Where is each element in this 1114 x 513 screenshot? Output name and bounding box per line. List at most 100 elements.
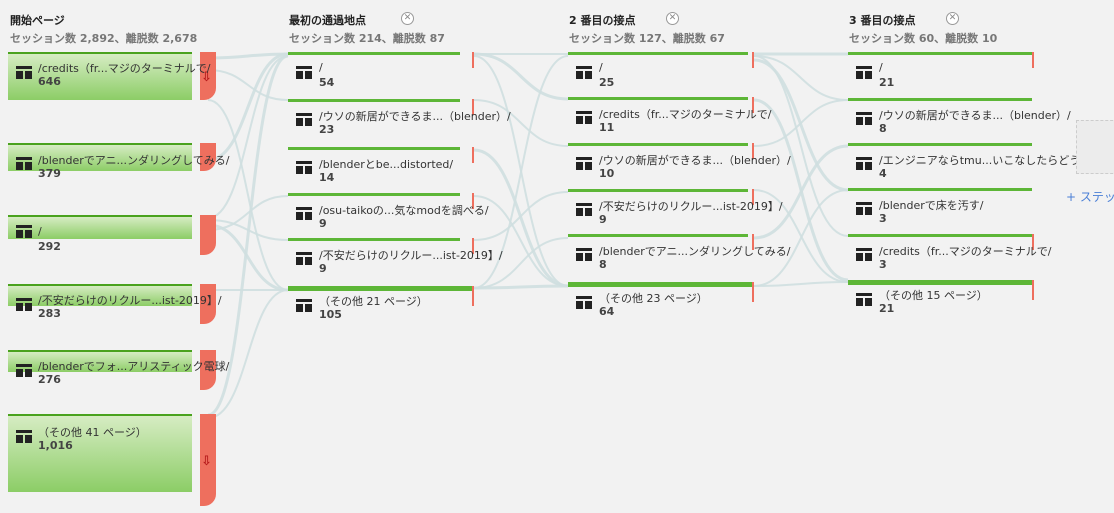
- flow-link: [473, 55, 569, 289]
- node-count: 646: [38, 75, 61, 88]
- node-count: 3: [879, 258, 887, 271]
- step3-node[interactable]: /エンジニアならtmu...いこなしたらどうだ/ 4: [848, 143, 1095, 183]
- flow-link: [473, 52, 569, 101]
- page-tile-icon: [856, 157, 872, 170]
- node-count: 8: [879, 122, 887, 135]
- node-label: /blenderでアニ...ンダリングしてみる/: [599, 245, 791, 258]
- page-tile-icon: [16, 66, 32, 79]
- page-tile-icon: [16, 298, 32, 311]
- node-label: /不安だらけのリクルー...ist-2019】/: [319, 249, 503, 262]
- node-label: /: [319, 61, 323, 74]
- drop-off-arrow-icon: ⇩: [201, 454, 212, 469]
- page-tile-icon: [16, 364, 32, 377]
- step2-node[interactable]: /不安だらけのリクルー...ist-2019】/ 9: [568, 189, 783, 229]
- step1-node[interactable]: /osu-taikoの...気なmodを調べる/ 9: [288, 193, 489, 233]
- page-tile-icon: [576, 157, 592, 170]
- node-count: 25: [599, 76, 615, 89]
- node-count: 10: [599, 167, 615, 180]
- node-count: 3: [879, 212, 887, 225]
- close-icon[interactable]: ✕: [401, 12, 414, 25]
- node-label: /blenderで床を汚す/: [879, 199, 984, 212]
- start-page-node[interactable]: ⇩ /credits（fr...マジのターミナルで/ 646: [8, 52, 216, 100]
- page-tile-icon: [296, 161, 312, 174]
- next-step-placeholder: [1076, 120, 1114, 174]
- step3-node[interactable]: /credits（fr...マジのターミナルで/ 3: [848, 234, 1051, 274]
- flow-link: [753, 55, 849, 101]
- column-title-start: 開始ページ: [10, 14, 65, 27]
- column-sub-start: セッション数 2,892、離脱数 2,678: [10, 32, 198, 45]
- step1-node[interactable]: /ウソの新居ができるま...（blender）/ 23: [288, 99, 511, 139]
- node-label: /osu-taikoの...気なmodを調べる/: [319, 204, 489, 217]
- flow-link: [473, 191, 569, 241]
- page-tile-icon: [856, 293, 872, 306]
- step1-node[interactable]: （その他 21 ページ） 105: [288, 286, 474, 326]
- step2-node[interactable]: /ウソの新居ができるま...（blender）/ 10: [568, 143, 791, 183]
- node-label: /ウソの新居ができるま...（blender）/: [879, 109, 1071, 122]
- step3-node[interactable]: /blenderで床を汚す/ 3: [848, 188, 1034, 228]
- page-tile-icon: [296, 207, 312, 220]
- column-title-step2: 2 番目の接点: [569, 14, 636, 27]
- start-page-node[interactable]: / 292: [8, 215, 216, 255]
- step1-node[interactable]: /blenderとbe...distorted/ 14: [288, 147, 474, 187]
- flow-link: [473, 148, 569, 288]
- column-title-step1: 最初の通過地点: [289, 14, 366, 27]
- page-tile-icon: [296, 66, 312, 79]
- column-sub-step3: セッション数 60、離脱数 10: [849, 32, 998, 45]
- start-page-node[interactable]: /blenderでフォ...アリスティック電球/ 276: [8, 350, 229, 390]
- start-page-node[interactable]: /blenderでアニ...ンダリングしてみる/ 379: [8, 143, 229, 180]
- flow-link: [753, 189, 849, 287]
- node-label: /: [879, 61, 883, 74]
- start-page-node[interactable]: /不安だらけのリクルー...ist-2019】/ 283: [8, 284, 222, 324]
- step2-node[interactable]: /blenderでアニ...ンダリングしてみる/ 8: [568, 234, 790, 274]
- node-count: 1,016: [38, 439, 73, 452]
- flow-link: [473, 237, 569, 289]
- page-tile-icon: [856, 248, 872, 261]
- node-count: 21: [879, 76, 895, 89]
- step3-node[interactable]: / 21: [848, 52, 1034, 92]
- node-count: 54: [319, 76, 335, 89]
- flow-link: [473, 284, 569, 290]
- step3-node[interactable]: （その他 15 ページ） 21: [848, 280, 1034, 320]
- column-title-step3: 3 番目の接点: [849, 14, 916, 27]
- page-tile-icon: [576, 111, 592, 124]
- step3-node[interactable]: /ウソの新居ができるま...（blender）/ 8: [848, 98, 1071, 138]
- drop-off-arrow-icon: ⇩: [201, 70, 212, 85]
- step2-node[interactable]: /credits（fr...マジのターミナルで/ 11: [568, 97, 771, 137]
- flow-link: [207, 55, 289, 219]
- node-label: （その他 23 ページ）: [599, 292, 708, 305]
- step2-node[interactable]: / 25: [568, 52, 754, 92]
- step2-node[interactable]: （その他 23 ページ） 64: [568, 282, 754, 322]
- node-count: 105: [319, 308, 342, 321]
- add-step-button[interactable]: + ステップ: [1066, 190, 1114, 204]
- node-count: 9: [319, 262, 327, 275]
- node-count: 292: [38, 240, 61, 253]
- start-page-node[interactable]: ⇩ （その他 41 ページ） 1,016: [8, 414, 216, 506]
- node-count: 64: [599, 305, 615, 318]
- close-icon[interactable]: ✕: [666, 12, 679, 25]
- node-count: 283: [38, 307, 61, 320]
- node-label: /不安だらけのリクルー...ist-2019】/: [38, 294, 222, 307]
- node-label: /: [38, 225, 42, 238]
- node-label: /credits（fr...マジのターミナルで/: [38, 62, 211, 75]
- flow-link: [753, 58, 849, 192]
- step1-node[interactable]: / 54: [288, 52, 474, 92]
- close-icon[interactable]: ✕: [946, 12, 959, 25]
- flow-link: [753, 281, 849, 287]
- node-label: （その他 15 ページ）: [879, 289, 988, 302]
- page-tile-icon: [16, 225, 32, 238]
- node-label: （その他 41 ページ）: [38, 426, 147, 439]
- node-label: /blenderでフォ...アリスティック電球/: [38, 360, 230, 373]
- node-count: 4: [879, 167, 887, 180]
- flow-link: [207, 223, 289, 292]
- page-tile-icon: [16, 430, 32, 443]
- page-tile-icon: [296, 113, 312, 126]
- page-tile-icon: [576, 248, 592, 261]
- node-label: /不安だらけのリクルー...ist-2019】/: [599, 200, 783, 213]
- step1-node[interactable]: /不安だらけのリクルー...ist-2019】/ 9: [288, 238, 503, 278]
- node-count: 9: [319, 217, 327, 230]
- flow-link: [473, 195, 569, 287]
- node-count: 379: [38, 167, 61, 180]
- node-count: 14: [319, 171, 335, 184]
